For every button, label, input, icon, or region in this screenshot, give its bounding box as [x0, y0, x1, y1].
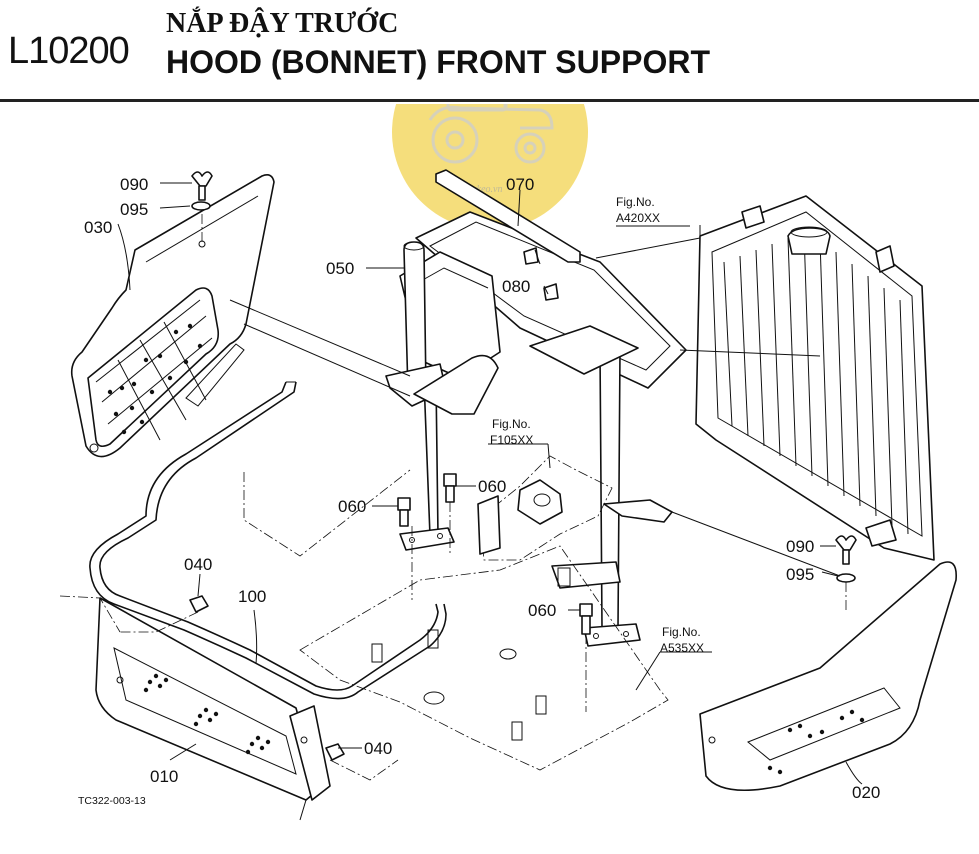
parts-diagram: maykeo.vn [59, 104, 957, 821]
title-english: HOOD (BONNET) FRONT SUPPORT [166, 44, 710, 80]
part-090-wing-bolt-right [835, 535, 857, 565]
part-060-bolts [397, 473, 593, 635]
label-040-left: 040 [184, 555, 212, 574]
watermark-logo: maykeo.vn [392, 104, 588, 230]
part-090-wing-bolt-left [191, 171, 213, 201]
figure-references: Fig.No. A420XX Fig.No. F105XX Fig.No. A5… [490, 195, 704, 655]
label-030: 030 [84, 218, 112, 237]
drawing-code: TC322-003-13 [78, 795, 146, 807]
ref-a535-code: A535XX [660, 641, 704, 655]
label-090-left: 090 [120, 175, 148, 194]
label-090-right: 090 [786, 537, 814, 556]
assembly-guide-lines [229, 237, 841, 821]
label-080: 080 [502, 277, 530, 296]
part-010-front-panel [95, 597, 331, 801]
part-020-side-cover [699, 561, 957, 791]
label-060-center: 060 [478, 477, 506, 496]
label-095-right: 095 [786, 565, 814, 584]
ref-a420-prefix: Fig.No. [616, 195, 655, 209]
floor-holes [371, 567, 571, 741]
label-050: 050 [326, 259, 354, 278]
ref-a535-floor-plate [299, 545, 669, 771]
label-020: 020 [852, 783, 880, 802]
section-code: L10200 [8, 30, 130, 72]
ref-f105-prefix: Fig.No. [492, 417, 531, 431]
ref-f105-code: F105XX [490, 433, 533, 447]
header-rule [0, 99, 979, 102]
part-050-front-support-frame [385, 211, 687, 647]
label-070: 070 [506, 175, 534, 194]
part-070-strap [435, 169, 581, 263]
part-080-bolts [523, 247, 559, 301]
label-040-bottom: 040 [364, 739, 392, 758]
part-labels: 090 095 030 050 070 080 060 060 060 040 … [84, 175, 880, 802]
label-095-left: 095 [120, 200, 148, 219]
header: L10200 NẮP ĐẬY TRƯỚC HOOD (BONNET) FRONT… [0, 0, 979, 104]
label-010: 010 [150, 767, 178, 786]
assembly-centerlines [59, 214, 847, 781]
watermark-text: maykeo.vn [460, 184, 502, 195]
part-100-edge-trim [89, 381, 447, 700]
label-060-left: 060 [338, 497, 366, 516]
part-095-washer-left [191, 201, 211, 211]
label-100: 100 [238, 587, 266, 606]
title-vietnamese: NẮP ĐẬY TRƯỚC [166, 8, 399, 39]
leader-lines [117, 182, 863, 785]
ref-f105-bracket [477, 455, 613, 561]
ref-a535-prefix: Fig.No. [662, 625, 701, 639]
label-060-right: 060 [528, 601, 556, 620]
part-095-washer-right [836, 573, 856, 583]
ref-a420-code: A420XX [616, 211, 660, 225]
ref-a420-radiator [695, 195, 935, 561]
